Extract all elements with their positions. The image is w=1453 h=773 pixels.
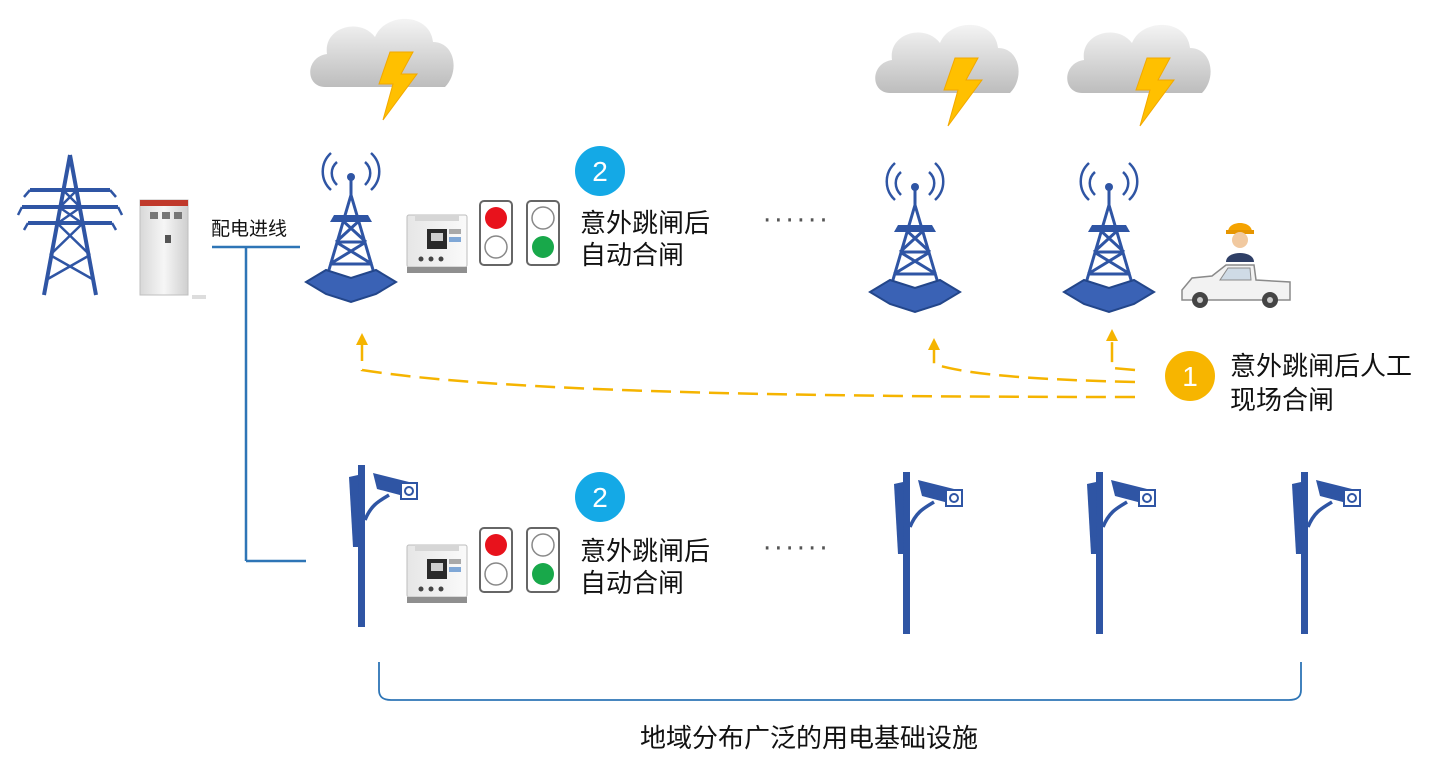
auto-reclose-line1: 意外跳闸后 (580, 537, 711, 567)
transmission-tower-icon (16, 153, 124, 297)
ellipsis-bottom: ······ (763, 534, 831, 564)
camera-pole-icon (1290, 470, 1362, 636)
manual-reclose-label: 意外跳闸后人工 现场合闸 (1230, 350, 1412, 418)
smart-breaker-icon (406, 214, 468, 274)
ellipsis-top: ······ (763, 206, 831, 236)
infrastructure-caption: 地域分布广泛的用电基础设施 (640, 724, 979, 754)
thunder-cloud-icon (1066, 24, 1212, 127)
step-badge-auto-bottom: 2 (575, 472, 625, 522)
auto-reclose-line2: 自动合闸 (580, 241, 685, 271)
infrastructure-bracket (378, 662, 1302, 701)
manual-reclose-line1: 意外跳闸后人工 (1230, 352, 1413, 382)
feeder-lines (212, 245, 306, 563)
svg-text:2: 2 (592, 482, 608, 513)
telecom-tower-icon (304, 151, 398, 304)
pickup-truck-icon (1181, 264, 1291, 308)
distribution-cabinet-icon (139, 199, 206, 299)
step-badge-auto-top: 2 (575, 146, 625, 196)
manual-reclose-routes (360, 338, 1136, 399)
auto-reclose-label-top: 意外跳闸后 自动合闸 (580, 208, 710, 272)
auto-reclose-line2: 自动合闸 (580, 569, 685, 599)
svg-text:1: 1 (1182, 361, 1198, 392)
thunder-cloud-icon (874, 24, 1020, 127)
feeder-label: 配电进线 (211, 218, 288, 240)
auto-reclose-line1: 意外跳闸后 (580, 209, 711, 239)
camera-pole-icon (892, 470, 964, 636)
worker-icon (1226, 223, 1254, 262)
telecom-tower-icon (868, 161, 962, 314)
route-arrowheads (356, 329, 1118, 350)
traffic-signal-icon (479, 200, 560, 266)
step-badge-manual: 1 (1165, 351, 1215, 401)
smart-breaker-icon (406, 544, 468, 604)
traffic-signal-icon (479, 527, 560, 593)
svg-text:2: 2 (592, 156, 608, 187)
thunder-cloud-icon (309, 18, 455, 121)
telecom-tower-icon (1062, 161, 1156, 314)
camera-pole-icon (1085, 470, 1157, 636)
manual-reclose-line2: 现场合闸 (1230, 386, 1335, 416)
auto-reclose-label-bottom: 意外跳闸后 自动合闸 (580, 536, 710, 600)
